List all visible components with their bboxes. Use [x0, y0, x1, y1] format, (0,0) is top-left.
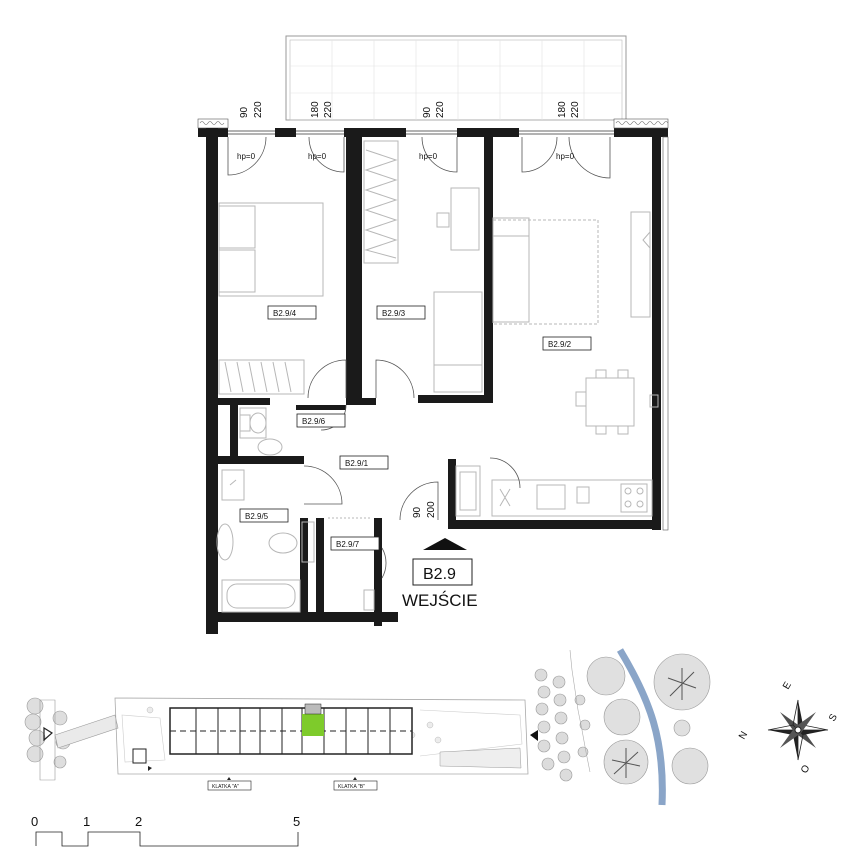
compass-west: O — [799, 763, 813, 775]
entrance: 90 200 B2.9 WEJŚCIE — [402, 501, 478, 610]
window-4-height: 220 — [570, 101, 581, 118]
hp-label-2: hp=0 — [308, 152, 327, 161]
threshold-heights: hp=0 hp=0 hp=0 hp=0 — [237, 152, 575, 161]
window-3-height: 220 — [435, 101, 446, 118]
river — [616, 648, 666, 806]
window-4-width: 180 — [557, 101, 568, 118]
interior-walls — [218, 137, 661, 626]
highlighted-unit — [302, 714, 324, 736]
hp-label-1: hp=0 — [237, 152, 256, 161]
interior-door-swings — [303, 359, 439, 579]
window-3-width: 90 — [422, 106, 433, 118]
window-1-width: 90 — [239, 106, 250, 118]
room-label-b2-9-1: B2.9/1 — [345, 459, 369, 468]
scale-tick-1: 1 — [83, 814, 90, 829]
compass-rose: N E S O — [737, 680, 840, 776]
entrance-door-height: 200 — [426, 501, 437, 518]
window-1-height: 220 — [253, 101, 264, 118]
furniture-wc-6 — [239, 407, 283, 456]
hp-label-3: hp=0 — [419, 152, 438, 161]
room-label-b2-9-6: B2.9/6 — [302, 417, 326, 426]
furniture-bath-5 — [216, 469, 301, 613]
site-entry-left-icon — [43, 726, 54, 742]
compass-south: S — [827, 712, 840, 724]
entrance-door-width: 90 — [412, 506, 423, 518]
balcony — [285, 35, 627, 121]
entrance-label: WEJŚCIE — [402, 591, 478, 610]
room-label-b2-9-4: B2.9/4 — [273, 309, 297, 318]
klatka-a-label: KLATKA "A" — [212, 784, 239, 790]
room-label-b2-9-5: B2.9/5 — [245, 512, 269, 521]
compass-east: E — [781, 680, 794, 692]
window-dimensions: 90 220 180 220 90 220 180 220 — [239, 101, 581, 118]
furniture-room-3 — [363, 140, 483, 393]
site-entry-right-icon — [530, 730, 538, 741]
compass-north: N — [737, 730, 750, 742]
scale-tick-0: 0 — [31, 814, 38, 829]
site-building — [169, 703, 413, 755]
exterior-walls — [197, 118, 669, 634]
unit-label: B2.9 — [423, 566, 456, 583]
entrance-arrow-icon — [423, 538, 467, 550]
site-plan: KLATKA "A" KLATKA "B" — [24, 648, 711, 806]
hp-label-4: hp=0 — [556, 152, 575, 161]
scale-tick-5: 5 — [293, 814, 300, 829]
room-label-b2-9-7: B2.9/7 — [336, 540, 360, 549]
window-2-width: 180 — [310, 101, 321, 118]
scale-bar: 0 1 2 5 — [31, 814, 300, 847]
furniture-closet-7 — [301, 517, 375, 611]
window-2-height: 220 — [323, 101, 334, 118]
scale-tick-2: 2 — [135, 814, 142, 829]
klatka-b-label: KLATKA "B" — [338, 784, 365, 790]
room-label-b2-9-3: B2.9/3 — [382, 309, 406, 318]
balcony-door-swings — [227, 136, 611, 179]
room-label-b2-9-2: B2.9/2 — [548, 340, 572, 349]
furniture-living-2 — [455, 211, 659, 517]
trees-right — [534, 668, 591, 782]
room-labels: B2.9/4 B2.9/3 B2.9/2 B2.9/6 B2.9/1 B2.9/… — [239, 305, 592, 551]
furniture-bedroom-4 — [218, 202, 324, 395]
